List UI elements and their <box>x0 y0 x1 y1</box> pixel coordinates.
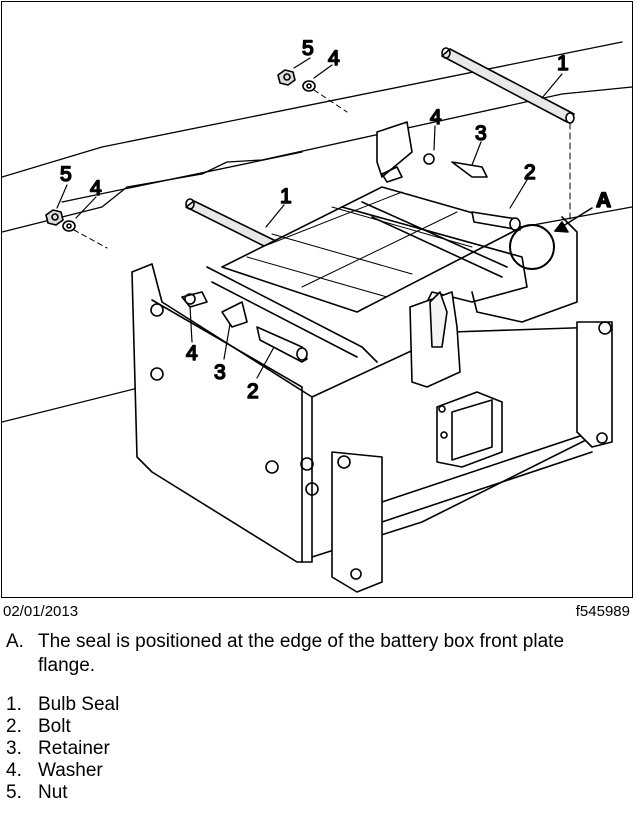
callout-nut-left: 5 <box>60 163 72 186</box>
figure-id: f545989 <box>575 603 630 620</box>
callout-retainer-front: 3 <box>214 361 226 384</box>
legend-label: Bolt <box>38 716 71 737</box>
leader-lines <box>56 57 563 379</box>
legend-number: 1. <box>6 694 22 715</box>
legend-number: 5. <box>6 782 22 803</box>
washer-top <box>302 80 316 92</box>
bulb-seal-right <box>441 47 575 223</box>
callout-bolt-right: 2 <box>524 161 536 184</box>
legend-number: 4. <box>6 760 22 781</box>
washer-left <box>62 220 76 232</box>
battery-box <box>131 121 613 593</box>
legend-number: 2. <box>6 716 22 737</box>
callout-retainer-right: 3 <box>475 122 487 145</box>
figure-caption: A. The seal is positioned at the edge of… <box>6 630 606 678</box>
caption-letter: A. <box>6 631 24 652</box>
callout-washer-top: 4 <box>328 47 340 70</box>
legend-number: 3. <box>6 738 22 759</box>
callout-washer-front: 4 <box>186 342 198 365</box>
callout-bulb-seal-right: 1 <box>557 52 569 75</box>
nut-top <box>277 69 296 86</box>
legend-label: Retainer <box>38 738 110 759</box>
callout-bulb-seal-left: 1 <box>280 185 292 208</box>
callout-washer-right: 4 <box>430 106 442 129</box>
nut-left <box>45 209 64 226</box>
leader-left <box>73 229 108 249</box>
battery-box-illustration: 5 4 5 4 1 1 4 3 2 A 4 3 2 <box>2 36 632 593</box>
caption-text: The seal is positioned at the edge of th… <box>38 631 565 676</box>
figure-date: 02/01/2013 <box>3 603 79 620</box>
legend-label: Bulb Seal <box>38 694 120 715</box>
legend-label: Nut <box>38 782 68 803</box>
legend-label: Washer <box>38 760 103 781</box>
callout-washer-left: 4 <box>90 177 102 200</box>
callout-detail-a: A <box>596 189 611 212</box>
callout-bolt-front: 2 <box>247 380 259 403</box>
illustration-frame: 5 4 5 4 1 1 4 3 2 A 4 3 2 <box>1 1 633 598</box>
leader-top <box>313 89 348 113</box>
detail-a-marker <box>509 207 593 270</box>
callout-nut-top: 5 <box>302 37 314 60</box>
